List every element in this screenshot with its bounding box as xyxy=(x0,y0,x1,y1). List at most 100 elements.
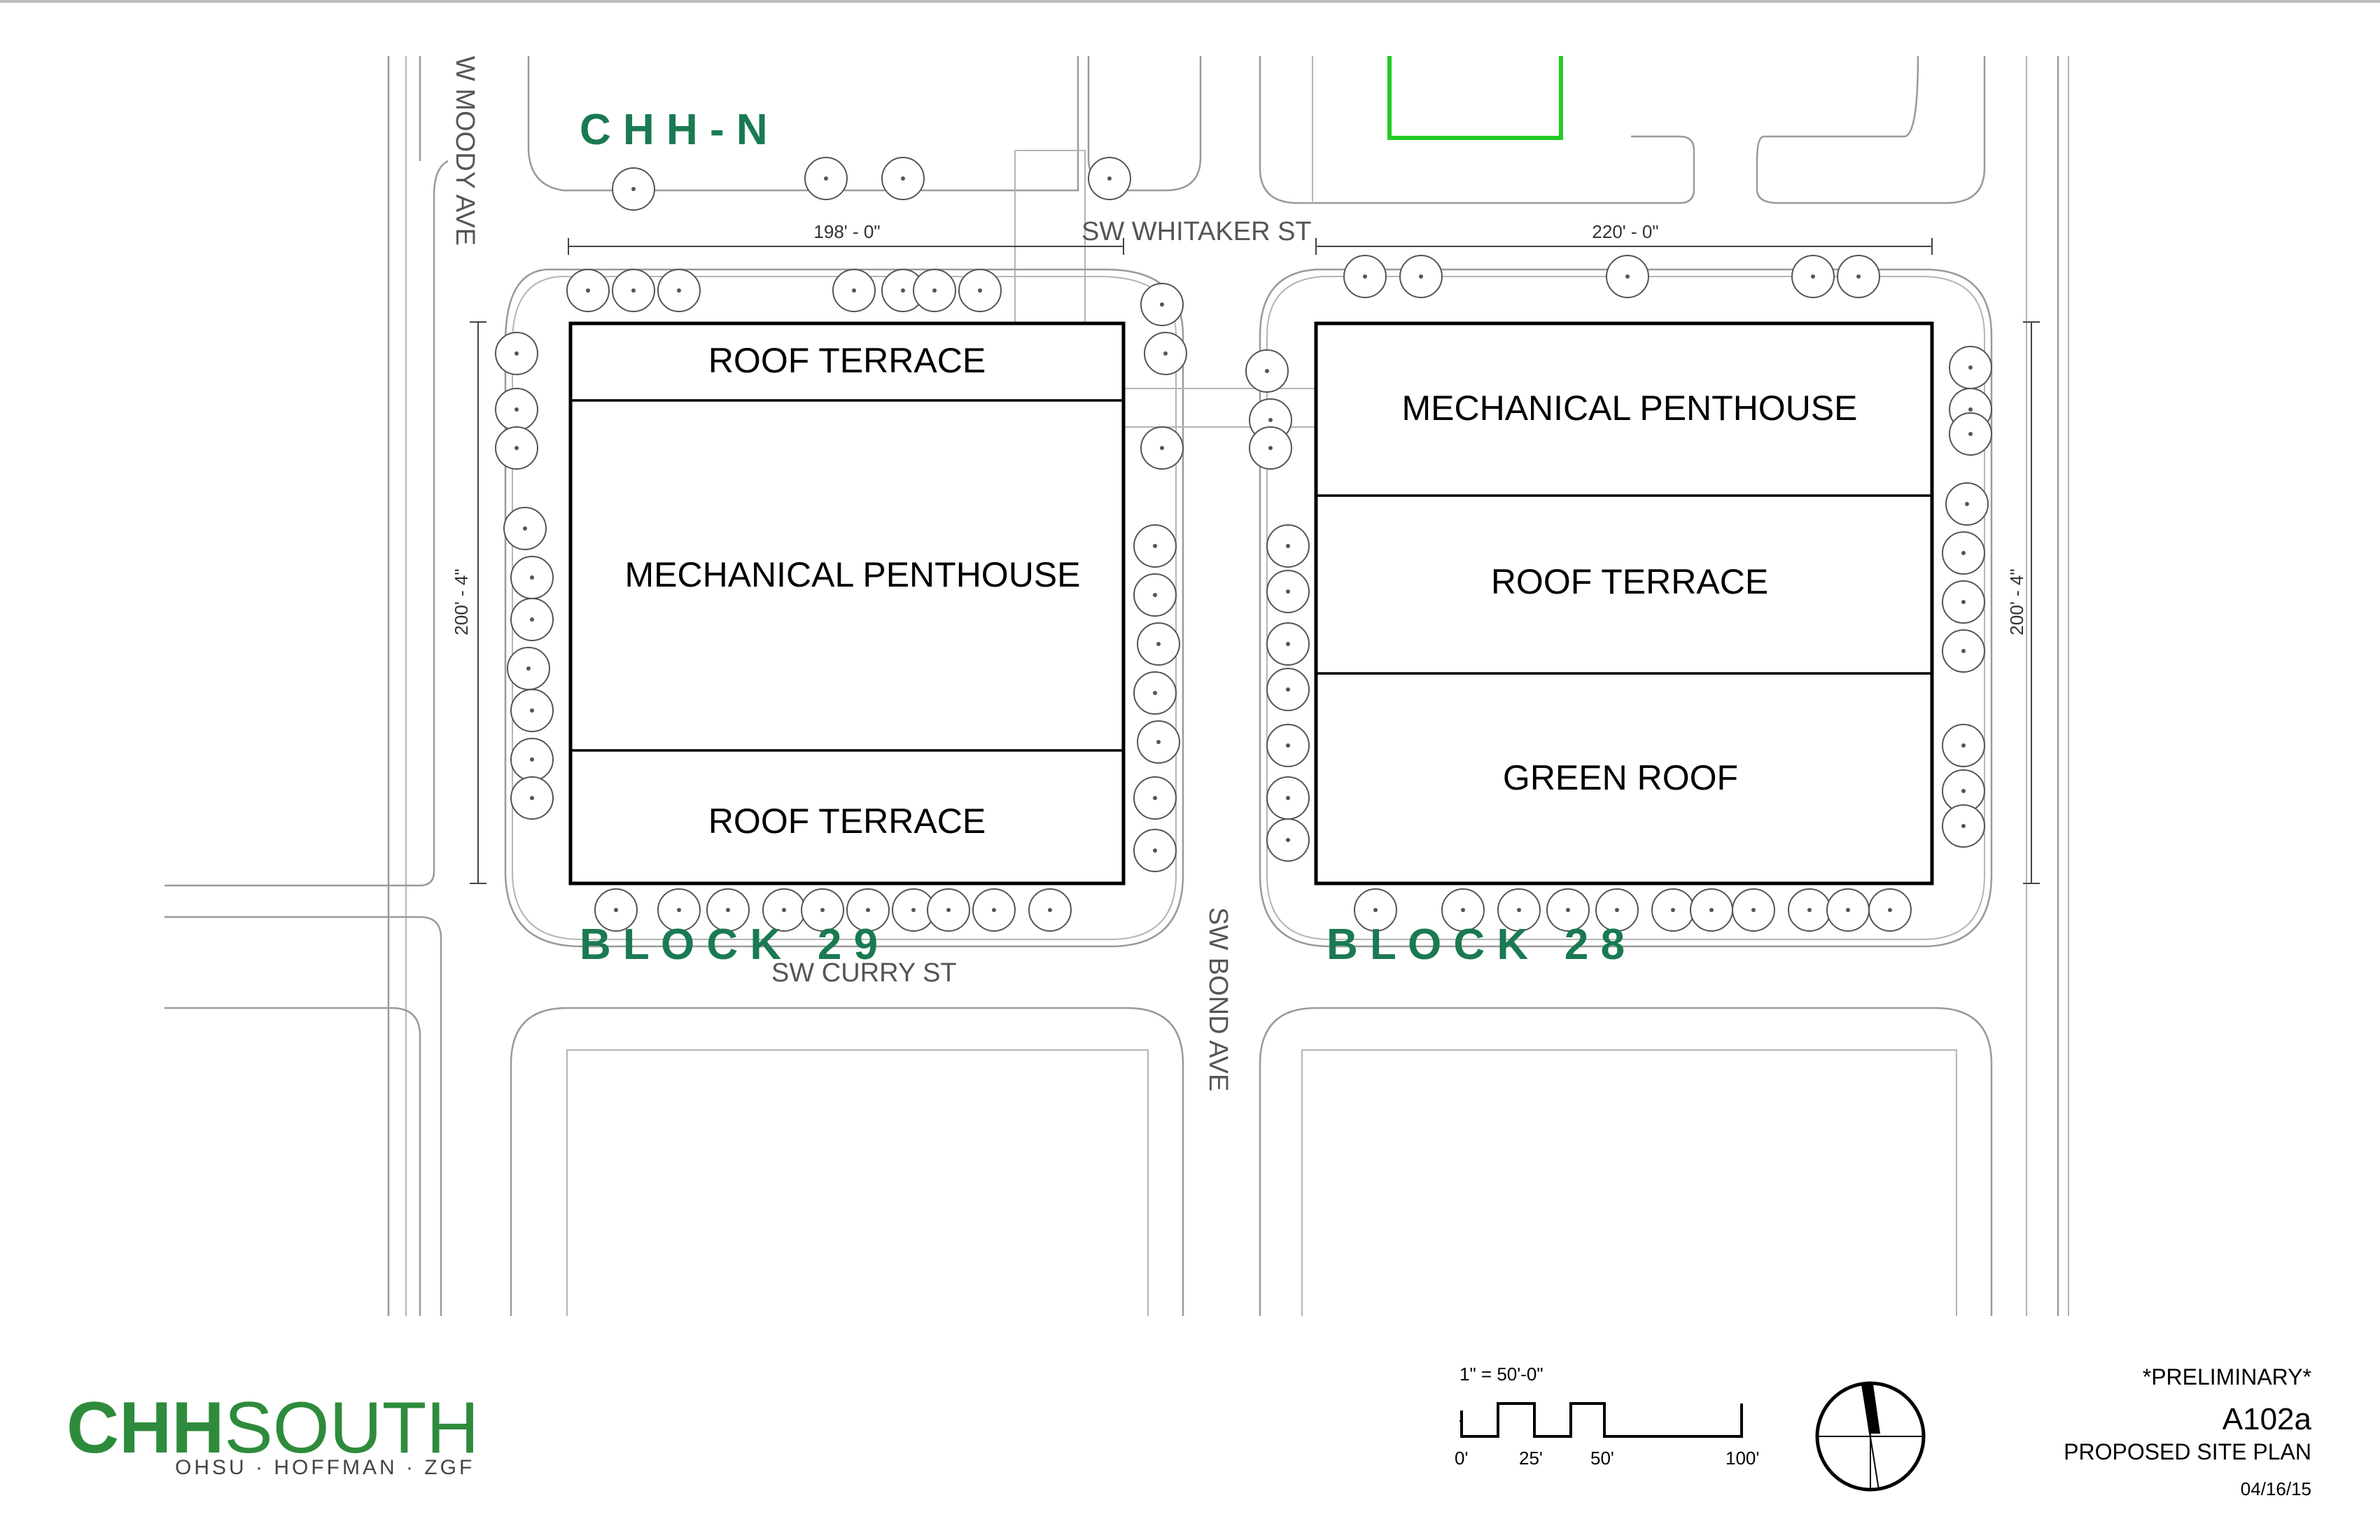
logo-subtitle: OHSU · HOFFMAN · ZGF xyxy=(175,1456,475,1479)
tree-trunk-icon xyxy=(631,187,636,191)
tree-trunk-icon xyxy=(1811,274,1815,279)
street-trees xyxy=(495,157,1992,932)
tree-trunk-icon xyxy=(1856,274,1861,279)
street-label-whitaker: SW WHITAKER ST xyxy=(1082,217,1312,246)
tree-trunk-icon xyxy=(1615,908,1619,912)
tree-trunk-icon xyxy=(1048,908,1052,912)
scale-title: 1" = 50'-0" xyxy=(1460,1364,1544,1385)
tree-trunk-icon xyxy=(1968,432,1973,436)
tree-trunk-icon xyxy=(1153,691,1157,695)
tree-trunk-icon xyxy=(1961,551,1966,555)
block-28-width-dim: 220' - 0" xyxy=(1592,221,1658,242)
tree-trunk-icon xyxy=(514,351,519,356)
tree-trunk-icon xyxy=(1968,365,1973,370)
tree-trunk-icon xyxy=(824,176,828,181)
sheet-top-border xyxy=(0,0,2380,3)
tree-trunk-icon xyxy=(1625,274,1630,279)
scale-tick-25: 25' xyxy=(1519,1448,1543,1469)
block-28-zone-2: ROOF TERRACE xyxy=(1491,562,1768,601)
tree-trunk-icon xyxy=(1419,274,1423,279)
tree-trunk-icon xyxy=(1846,908,1850,912)
tree-trunk-icon xyxy=(1156,642,1161,646)
logo-bold-text: CHH xyxy=(66,1387,224,1469)
tree-trunk-icon xyxy=(1286,796,1290,800)
graphic-scale: 1" = 50'-0" 0' 25' 50' 100' xyxy=(1455,1364,1759,1469)
block-28-height-dim: 200' - 4" xyxy=(2006,568,2027,635)
north-arrow-icon xyxy=(1815,1381,1926,1492)
block-29-zone-3: ROOF TERRACE xyxy=(708,802,986,841)
tree-trunk-icon xyxy=(530,796,534,800)
tree-trunk-icon xyxy=(530,617,534,622)
tree-trunk-icon xyxy=(1160,302,1164,307)
tree-trunk-icon xyxy=(1888,908,1892,912)
tree-trunk-icon xyxy=(1961,824,1966,828)
tree-trunk-icon xyxy=(1286,687,1290,692)
tree-trunk-icon xyxy=(1961,600,1966,604)
tree-trunk-icon xyxy=(911,908,916,912)
chh-south-logo: CHHSOUTH OHSU · HOFFMAN · ZGF xyxy=(66,1387,479,1479)
tree-trunk-icon xyxy=(631,288,636,293)
tree-trunk-icon xyxy=(1107,176,1112,181)
tree-trunk-icon xyxy=(1461,908,1465,912)
tree-trunk-icon xyxy=(978,288,982,293)
tree-trunk-icon xyxy=(1153,848,1157,853)
tree-trunk-icon xyxy=(1265,369,1269,373)
block-29-building: ROOF TERRACE MECHANICAL PENTHOUSE ROOF T… xyxy=(568,321,1126,886)
tree-trunk-icon xyxy=(866,908,870,912)
tree-trunk-icon xyxy=(901,288,905,293)
street-label-curry: SW CURRY ST xyxy=(771,958,957,988)
block-29-label: B L O C K 2 9 xyxy=(580,920,878,969)
tree-trunk-icon xyxy=(514,446,519,450)
tree-trunk-icon xyxy=(1153,544,1157,548)
tree-trunk-icon xyxy=(992,908,996,912)
tree-trunk-icon xyxy=(1286,589,1290,594)
tree-trunk-icon xyxy=(820,908,825,912)
tree-trunk-icon xyxy=(1363,274,1367,279)
tree-trunk-icon xyxy=(677,908,681,912)
tree-trunk-icon xyxy=(1268,446,1273,450)
tree-trunk-icon xyxy=(1286,642,1290,646)
block-28-zone-3: GREEN ROOF xyxy=(1503,758,1738,797)
tree-trunk-icon xyxy=(932,288,937,293)
title-block: *PRELIMINARY* A102a PROPOSED SITE PLAN 0… xyxy=(2064,1364,2311,1499)
sheet-number: A102a xyxy=(2222,1402,2312,1436)
tree-trunk-icon xyxy=(946,908,951,912)
block-29-zone-2: MECHANICAL PENTHOUSE xyxy=(624,555,1080,594)
tree-trunk-icon xyxy=(523,526,527,531)
chhn-label: C H H - N xyxy=(580,106,768,154)
tree-trunk-icon xyxy=(1961,649,1966,653)
sheet-date: 04/16/15 xyxy=(2241,1478,2311,1499)
tree-trunk-icon xyxy=(530,575,534,580)
tree-trunk-icon xyxy=(1160,446,1164,450)
status-label: *PRELIMINARY* xyxy=(2143,1364,2311,1390)
tree-trunk-icon xyxy=(1968,407,1973,412)
tree-trunk-icon xyxy=(1286,743,1290,748)
tree-trunk-icon xyxy=(1373,908,1378,912)
tree-trunk-icon xyxy=(1709,908,1714,912)
tree-trunk-icon xyxy=(901,176,905,181)
block-28-zone-1: MECHANICAL PENTHOUSE xyxy=(1401,388,1857,428)
tree-trunk-icon xyxy=(1961,789,1966,793)
tree-trunk-icon xyxy=(1286,544,1290,548)
tree-trunk-icon xyxy=(1156,740,1161,744)
tree-trunk-icon xyxy=(530,757,534,762)
block-28-label: B L O C K 2 8 xyxy=(1326,920,1625,969)
tree-trunk-icon xyxy=(514,407,519,412)
logo-light-text: SOUTH xyxy=(224,1387,479,1469)
tree-trunk-icon xyxy=(1153,593,1157,597)
tree-trunk-icon xyxy=(1153,796,1157,800)
tree-trunk-icon xyxy=(614,908,618,912)
tree-trunk-icon xyxy=(1268,418,1273,422)
svg-text:CHHSOUTH: CHHSOUTH xyxy=(66,1387,479,1469)
green-outline xyxy=(1387,56,1563,140)
tree-trunk-icon xyxy=(1566,908,1570,912)
block-29-height-dim: 200' - 4" xyxy=(451,568,472,635)
tree-trunk-icon xyxy=(1286,838,1290,842)
tree-trunk-icon xyxy=(852,288,856,293)
block-28-building: MECHANICAL PENTHOUSE ROOF TERRACE GREEN … xyxy=(1314,321,1934,886)
tree-trunk-icon xyxy=(1807,908,1812,912)
tree-trunk-icon xyxy=(1965,502,1969,506)
scale-tick-50: 50' xyxy=(1590,1448,1614,1469)
tree-trunk-icon xyxy=(1961,743,1966,748)
